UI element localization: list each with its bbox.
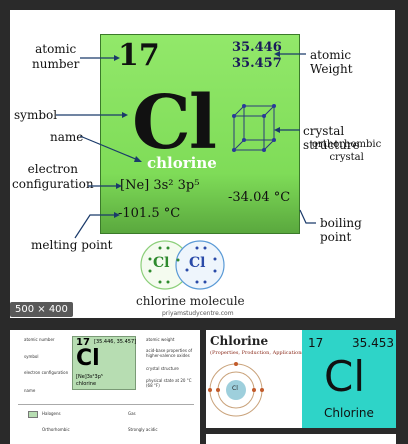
atomic-weight-value-1: 35.446: [232, 40, 282, 55]
thumb1-symbol: Cl: [76, 346, 100, 371]
thumb1-right-label-4: physical state at 20 °C (68 °F): [146, 378, 192, 388]
thumb2-subtitle: (Properties, Production, Applications): [210, 350, 306, 356]
electron-config-value: [Ne] 3s² 3p⁵: [120, 178, 200, 193]
thumb2-number: 17: [308, 336, 324, 350]
result-thumbnail-3[interactable]: [206, 434, 396, 444]
molecule-atom-right: Cl: [189, 255, 206, 271]
thumb2-tile: [302, 330, 396, 428]
main-result-image[interactable]: atomic number symbol name electron confi…: [10, 10, 395, 318]
crystal-type-label: orthorhombic crystal: [312, 139, 382, 163]
thumb1-legend: Halogens Gas Orthorhombic Strongly acidi…: [18, 404, 194, 441]
atomic-number-value: 17: [118, 38, 160, 73]
thumb1-label-2: symbol: [24, 354, 39, 359]
boiling-point-label: boiling point: [320, 216, 362, 244]
thumb2-symbol: Cl: [324, 352, 365, 401]
thumb1-right-label-1: atomic weight: [146, 337, 175, 342]
atom-diagram-icon: [208, 362, 264, 417]
thumb1-label-4: name: [24, 388, 36, 393]
atomic-weight-label: atomic Weight: [310, 48, 353, 76]
thumb1-label-3: electron configuration: [24, 370, 69, 375]
element-symbol: Cl: [132, 80, 217, 166]
thumb1-tile: [72, 336, 136, 390]
thumb2-name: Chlorine: [324, 406, 374, 420]
result-thumbnail-1[interactable]: 17 [35.446, 35.457] Cl [Ne]3s²3p⁵ chlori…: [10, 330, 200, 444]
thumb2-atom-label: Cl: [232, 385, 238, 392]
thumb1-right-label-3: crystal structure: [146, 366, 179, 371]
crystal-structure-icon: [233, 105, 275, 151]
annotation-arrows: [56, 51, 316, 290]
melting-point-label: melting point: [31, 238, 113, 252]
thumb1-label-1: atomic number: [24, 337, 55, 342]
atomic-number-label: atomic number: [32, 42, 80, 71]
thumb1-legend-3: Orthorhombic: [42, 427, 70, 432]
element-name: chlorine: [147, 154, 217, 172]
thumb2-title: Chlorine: [210, 334, 269, 348]
thumb1-config: [Ne]3s²3p⁵: [76, 374, 103, 380]
crystal-structure-label: crystal structure: [303, 124, 360, 152]
thumb1-right-label-2: acid-base properties of higher-valence o…: [146, 348, 193, 358]
image-size-badge: 500 × 400: [10, 302, 73, 317]
molecule-atom-left: Cl: [153, 255, 170, 271]
thumb1-weights: [35.446, 35.457]: [94, 339, 137, 345]
molecule-caption: chlorine molecule: [136, 294, 245, 308]
thumb1-number: 17: [76, 337, 90, 348]
result-thumbnail-2[interactable]: Chlorine (Properties, Production, Applic…: [206, 330, 396, 428]
symbol-label: symbol: [14, 108, 58, 122]
element-tile: [100, 34, 300, 234]
boiling-point-value: -34.04 °C: [228, 190, 291, 205]
atomic-weight-value-2: 35.457: [232, 56, 282, 71]
electron-config-label: electron configuration: [12, 162, 94, 191]
melting-point-value: -101.5 °C: [118, 206, 181, 221]
thumb1-legend-4: Strongly acidic: [128, 427, 158, 432]
thumb2-weight: 35.453: [352, 336, 394, 350]
thumb1-legend-1: Halogens: [42, 411, 61, 416]
thumb1-name: chlorine: [76, 381, 97, 387]
chlorine-molecule-icon: [140, 240, 225, 290]
credit-text: priyamstudycentre.com: [162, 310, 234, 317]
name-label: name: [50, 130, 84, 144]
thumb1-legend-2: Gas: [128, 411, 136, 416]
